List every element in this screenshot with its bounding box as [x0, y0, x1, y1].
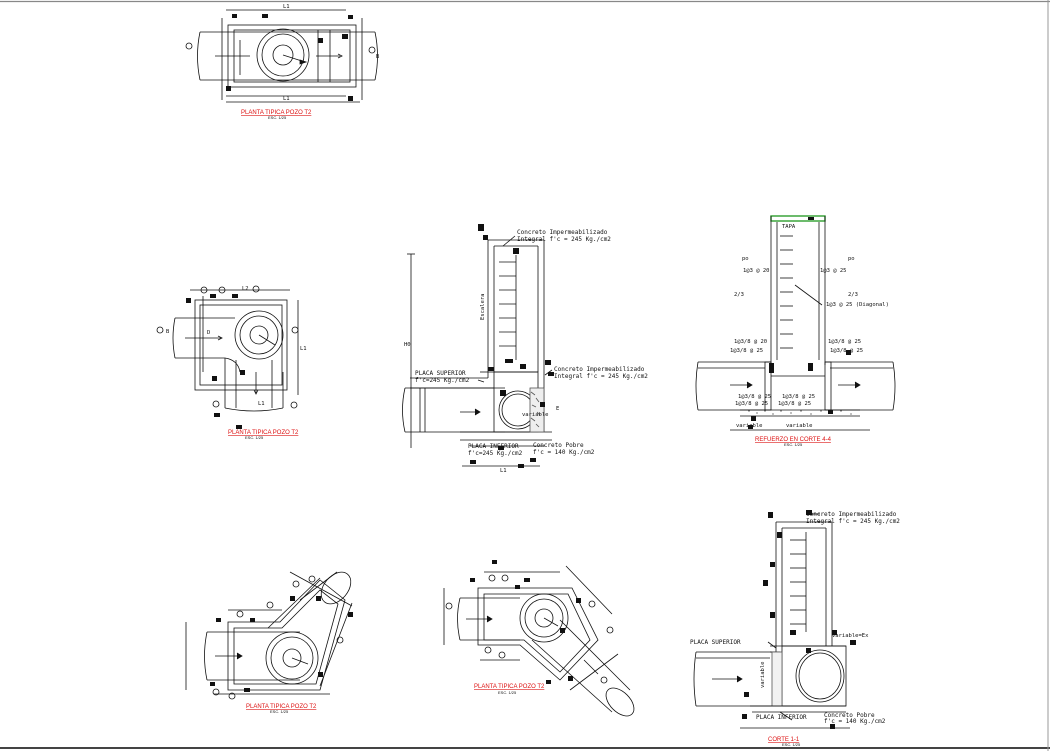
label-e: E — [556, 406, 559, 412]
label-concreto-top-2: Integral f'c = 245 Kg./cm2 — [517, 236, 611, 243]
label-pobre-1: Concreto Pobre — [533, 442, 584, 449]
dim-l-top: L1 — [283, 4, 290, 10]
label-ref-v2: 1@3 @ 25 — [820, 268, 847, 274]
label-corte-variable-e: variable=Ex — [832, 633, 869, 639]
label-ref-var1: variable — [736, 423, 763, 429]
label-corte-pobre-1: Concreto Pobre — [824, 712, 875, 719]
label-concreto-top-1: Concreto Impermeabilizado — [517, 229, 608, 236]
label-variable: variable — [522, 412, 549, 418]
label-ref-diag: 1@3 @ 25 (Diagonal) — [826, 302, 889, 308]
title-planta-bm: PLANTA TIPICA POZO T2 — [474, 684, 545, 690]
scale-refuerzo: ESC. 1/25 — [784, 442, 803, 447]
mark-l1-bottom: L1 — [258, 401, 265, 407]
title-corte: CORTE 1-1 — [768, 737, 800, 743]
title-planta-top: PLANTA TIPICA POZO T2 — [241, 110, 312, 116]
label-ref-l2: 1@3/8 @ 25 — [828, 339, 861, 345]
plan-bottom-mid: PLANTA TIPICA POZO T2 ESC. 1/25 — [443, 560, 635, 717]
label-concreto-mid-1: Concreto Impermeabilizado — [554, 366, 645, 373]
scale-planta-bm: ESC. 1/25 — [498, 690, 517, 695]
plan-mid-left: L2 L1 B D L1 PLANTA TIPICA POZO T2 ESC. … — [156, 285, 307, 440]
scale-corte: ESC. 1/25 — [782, 742, 801, 747]
label-corte-variable: variable — [760, 662, 766, 689]
label-ref-b4: 1@3/8 @ 25 — [735, 401, 768, 407]
plan-top: L1 L1 B PLANTA TIPICA POZO T2 ESC. 1/25 — [185, 4, 380, 120]
label-corte-pobre-2: f'c = 140 Kg./cm2 — [824, 718, 886, 725]
label-placa-inf-1: PLACA INFERIOR — [468, 443, 519, 450]
section-center: Concreto Impermeabilizado Integral f'c =… — [402, 224, 648, 474]
label-h0: H0 — [404, 342, 411, 348]
corte-1-1: Concreto Impermeabilizado Integral f'c =… — [690, 510, 900, 747]
label-l1: L1 — [500, 468, 507, 474]
label-placa-sup-1: PLACA SUPERIOR — [415, 370, 466, 377]
mark-b-left: B — [166, 329, 170, 335]
title-refuerzo: REFUERZO EN CORTE 4-4 — [755, 437, 832, 443]
label-corte-placa-inf: PLACA INFERIOR — [756, 714, 807, 721]
refuerzo-section: TAPA 1@3 @ 20 1@3 @ 25 1@3 @ 25 (Diagona… — [695, 215, 896, 447]
label-ref-b2: 1@3/8 @ 25 — [782, 394, 815, 400]
label-corte-concreto-2: Integral f'c = 245 Kg./cm2 — [806, 518, 900, 525]
dim-l-bottom: L1 — [283, 96, 290, 102]
title-planta-mid: PLANTA TIPICA POZO T2 — [228, 430, 299, 436]
dim-b: B — [376, 54, 380, 60]
dim-l-right: L1 — [300, 346, 307, 352]
scale-planta-top: ESC. 1/25 — [268, 115, 287, 120]
label-corte-placa-sup: PLACA SUPERIOR — [690, 639, 741, 646]
label-concreto-mid-2: Integral f'c = 245 Kg./cm2 — [554, 373, 648, 380]
label-ref-p1: po — [742, 256, 749, 262]
label-ref-l1: 1@3/8 @ 20 — [734, 339, 767, 345]
scale-planta-mid: ESC. 1/25 — [245, 435, 264, 440]
label-ref-l3: 1@3/8 @ 25 — [730, 348, 763, 354]
label-ref-p3: 2/3 — [734, 292, 744, 298]
label-tapa: TAPA — [782, 224, 796, 230]
label-placa-inf-2: f'c=245 Kg./cm2 — [468, 450, 523, 457]
label-placa-sup-2: f'c=245 Kg./cm2 — [415, 377, 470, 384]
label-ref-b3: 1@3/8 @ 25 — [778, 401, 811, 407]
dim-l2-mid: L2 — [242, 286, 249, 292]
label-ref-l4: 1@3/8 @ 25 — [830, 348, 863, 354]
label-ref-p2: po — [848, 256, 855, 262]
mark-d: D — [207, 330, 210, 336]
label-ref-p4: 2/3 — [848, 292, 858, 298]
title-planta-bl: PLANTA TIPICA POZO T2 — [246, 704, 317, 710]
scale-planta-bl: ESC. 1/25 — [270, 709, 289, 714]
label-ref-v1: 1@3 @ 20 — [743, 268, 770, 274]
label-ref-b1: 1@3/8 @ 25 — [738, 394, 771, 400]
label-ref-var2: variable — [786, 423, 813, 429]
label-escalera: Escalera — [480, 294, 486, 321]
label-corte-concreto-1: Concreto Impermeabilizado — [806, 511, 897, 518]
plan-bottom-left: PLANTA TIPICA POZO T2 ESC. 1/25 — [185, 571, 353, 714]
label-pobre-2: f'c = 140 Kg./cm2 — [533, 449, 595, 456]
